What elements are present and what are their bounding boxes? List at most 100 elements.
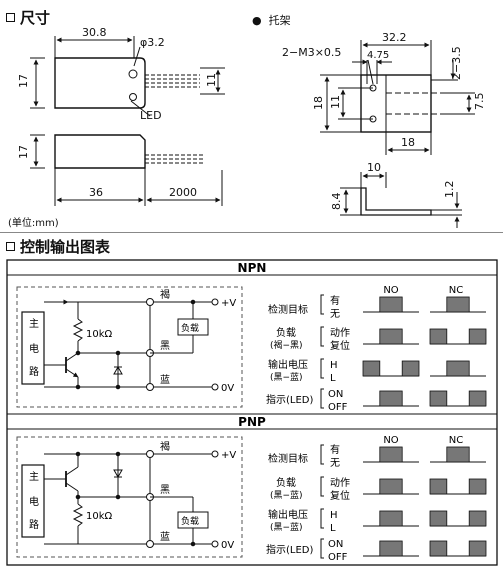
waveform-pulse <box>379 328 403 345</box>
dim-7-5: 7.5 <box>473 93 486 111</box>
state-bracket <box>320 508 324 529</box>
unit-note: (单位:mm) <box>8 218 59 229</box>
svg-text:动作: 动作 <box>330 477 350 489</box>
bullet-icon: ● <box>252 14 262 27</box>
svg-text:(褐−黑): (褐−黑) <box>270 340 303 351</box>
bracket-side-view <box>340 172 462 228</box>
state-brackets <box>320 294 324 559</box>
dim-1-2: 1.2 <box>443 181 456 199</box>
waveform-pulse <box>362 360 381 377</box>
pnp-circuit <box>16 436 243 558</box>
dim-2-3-5: 2−3.5 <box>450 46 463 80</box>
svg-text:有: 有 <box>330 294 340 307</box>
svg-text:指示(LED): 指示(LED) <box>266 543 313 556</box>
state-bracket <box>320 294 324 315</box>
svg-text:ON: ON <box>328 389 343 400</box>
svg-text:L: L <box>330 373 336 384</box>
svg-text:电: 电 <box>29 495 39 508</box>
dim-4-75: 4.75 <box>367 50 389 61</box>
led-label: LED <box>140 109 162 122</box>
pnp-resistor-label: 10kΩ <box>86 511 113 522</box>
dim-18-left: 18 <box>312 96 325 110</box>
svg-text:无: 无 <box>330 309 340 320</box>
chart-frame <box>6 259 498 566</box>
section-divider <box>0 232 503 233</box>
waveform-pulse <box>468 328 487 345</box>
waveform-pulse <box>429 390 448 407</box>
sensor-side-view <box>30 134 223 206</box>
dim-17-side: 17 <box>17 145 30 159</box>
dim-32-2: 32.2 <box>382 31 407 44</box>
pnp-term-pos: +V <box>221 450 236 461</box>
svg-text:检测目标: 检测目标 <box>268 452 308 465</box>
npn-resistor-label: 10kΩ <box>86 329 113 340</box>
state-bracket <box>320 326 324 347</box>
bracket-top-view <box>320 40 475 155</box>
waveform-pulse <box>379 390 403 407</box>
waveform-pulse <box>379 540 403 557</box>
svg-text:主: 主 <box>29 318 39 330</box>
npn-wire-blue: 蓝 <box>160 374 170 386</box>
svg-text:输出电压: 输出电压 <box>268 508 308 521</box>
svg-text:L: L <box>330 523 336 534</box>
timing-waveforms <box>362 296 487 557</box>
pnp-wire-blue: 蓝 <box>160 531 170 543</box>
svg-text:检测目标: 检测目标 <box>268 303 308 316</box>
pnp-col-no: NO <box>383 435 398 446</box>
npn-term-pos: +V <box>221 298 236 309</box>
npn-circuit-labels: 主 电 路 10kΩ 负载 褐 黑 蓝 +V 0V <box>29 288 236 394</box>
square-bullet-icon <box>6 242 15 251</box>
waveform-pulse <box>379 446 403 463</box>
npn-wire-black: 黑 <box>160 340 170 352</box>
state-bracket <box>320 358 324 379</box>
dim-36: 36 <box>89 186 103 199</box>
svg-text:OFF: OFF <box>328 402 348 413</box>
svg-text:路: 路 <box>29 365 39 378</box>
svg-text:路: 路 <box>29 518 39 531</box>
waveform-pulse <box>468 540 487 557</box>
dim-17-top: 17 <box>17 74 30 88</box>
svg-text:负载: 负载 <box>276 476 296 489</box>
state-bracket <box>320 388 324 409</box>
square-bullet-icon <box>6 13 15 22</box>
npn-title: NPN <box>238 261 267 275</box>
svg-text:指示(LED): 指示(LED) <box>266 393 313 406</box>
npn-col-nc: NC <box>449 285 463 296</box>
npn-circuit <box>16 286 243 408</box>
waveform-pulse <box>468 390 487 407</box>
pnp-wire-brown: 褐 <box>160 440 170 453</box>
svg-text:电: 电 <box>29 342 39 355</box>
npn-timing-table: NO NC 检测目标 有 无 负载 (褐−黑) 动作 复位 输出电压 (黑−蓝)… <box>266 285 463 413</box>
dim-10: 10 <box>367 161 381 174</box>
pnp-timing-table: NO NC 检测目标 有 无 负载 (黑−蓝) 动作 复位 输出电压 (黑−蓝)… <box>266 435 463 563</box>
dim-11-bracket: 11 <box>329 95 342 109</box>
waveform-pulse <box>468 510 487 527</box>
waveform-pulse <box>446 296 470 313</box>
bracket-title: 托架 <box>268 14 291 27</box>
waveform-pulse <box>429 510 448 527</box>
svg-text:复位: 复位 <box>330 489 350 502</box>
state-bracket <box>320 538 324 559</box>
output-chart: NPN PNP 主 <box>6 259 498 566</box>
npn-load-label: 负载 <box>181 322 199 334</box>
waveform-pulse <box>379 510 403 527</box>
waveform-pulse <box>468 478 487 495</box>
svg-text:输出电压: 输出电压 <box>268 358 308 371</box>
waveform-pulse <box>429 328 448 345</box>
waveform-pulse <box>401 360 420 377</box>
dim-8-4: 8.4 <box>330 193 343 211</box>
svg-text:有: 有 <box>330 443 340 456</box>
pnp-load-label: 负载 <box>181 515 199 527</box>
svg-text:负载: 负载 <box>276 326 296 339</box>
svg-text:H: H <box>330 510 338 521</box>
waveform-pulse <box>379 478 403 495</box>
svg-text:H: H <box>330 360 338 371</box>
dimension-drawings: 30.8 φ3.2 17 11 LED 17 36 2000 32.2 2−M3… <box>17 26 486 228</box>
pnp-wire-black: 黑 <box>160 484 170 496</box>
npn-col-no: NO <box>383 285 398 296</box>
pnp-title: PNP <box>238 415 266 429</box>
waveform-pulse <box>429 540 448 557</box>
sensor-top-view <box>30 36 225 117</box>
svg-text:主: 主 <box>29 471 39 483</box>
state-bracket <box>320 444 324 465</box>
